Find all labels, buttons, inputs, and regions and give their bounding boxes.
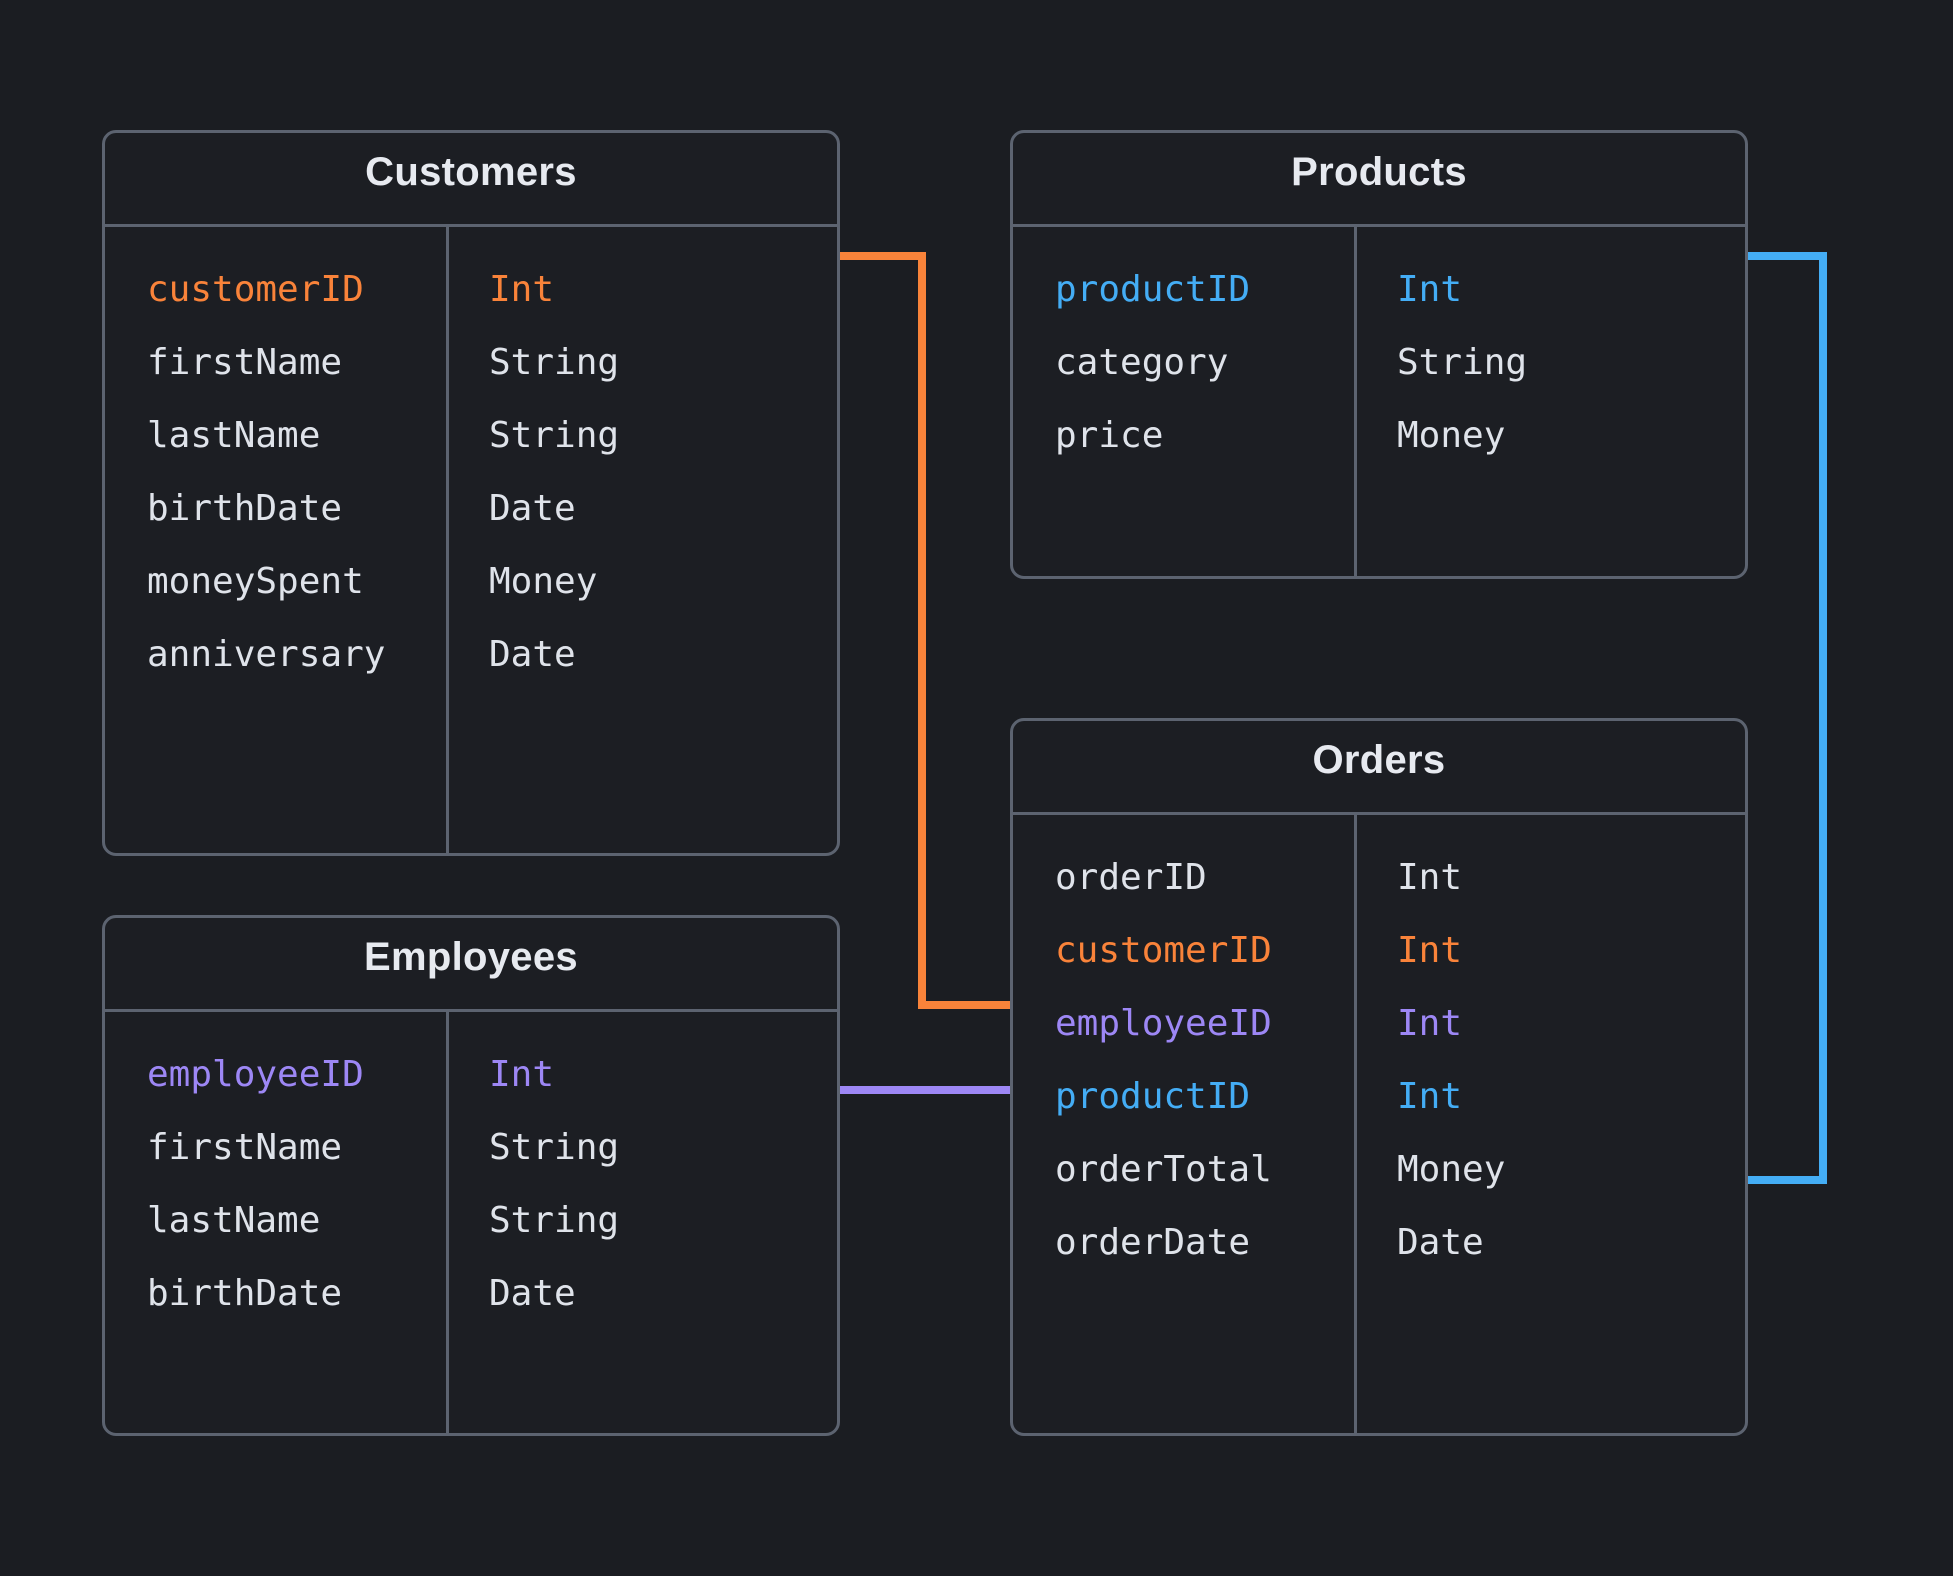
field-name: birthDate — [147, 1273, 343, 1314]
field-type: Date — [1397, 1222, 1484, 1263]
field-type: String — [489, 1127, 620, 1168]
field-type: Int — [1397, 1076, 1463, 1117]
field-type: Int — [489, 1054, 555, 1095]
field-name: lastName — [147, 415, 321, 456]
table-title: Orders — [1312, 737, 1446, 782]
field-type: Int — [1397, 269, 1463, 310]
field-type: String — [489, 415, 620, 456]
field-type: String — [1397, 342, 1528, 383]
field-name: category — [1055, 342, 1229, 383]
field-name-column: orderID customerID employeeID productID orde… — [1013, 815, 1357, 1433]
field-name: anniversary — [147, 634, 386, 675]
field-name: customerID — [1055, 930, 1272, 971]
field-type: Int — [1397, 1003, 1463, 1044]
field-type: String — [489, 342, 620, 383]
field-name-column: customerID firstName lastName birthDate mone… — [105, 227, 449, 853]
field-name-column: employeeID firstName lastName birthDate — [105, 1012, 449, 1433]
field-name: price — [1055, 415, 1164, 456]
table-body: orderID customerID employeeID productID orde… — [1013, 815, 1745, 1433]
field-name: productID — [1055, 1076, 1251, 1117]
table-body: customerID firstName lastName birthDate mone… — [105, 227, 837, 853]
table-header-orders: Orders — [1013, 721, 1745, 815]
relationship-products-orders[interactable] — [1746, 252, 1827, 1184]
entity-table-employees[interactable]: Employees employeeID firstName lastName bir… — [102, 915, 840, 1436]
field-name: orderID — [1055, 857, 1207, 898]
field-name: firstName — [147, 342, 343, 383]
field-name: lastName — [147, 1200, 321, 1241]
field-name-column: productID category price — [1013, 227, 1357, 576]
field-name: employeeID — [1055, 1003, 1272, 1044]
field-type: Date — [489, 1273, 576, 1314]
field-type: Money — [1397, 415, 1506, 456]
field-type: Money — [1397, 1149, 1506, 1190]
field-name: firstName — [147, 1127, 343, 1168]
field-name: birthDate — [147, 488, 343, 529]
field-name: customerID — [147, 269, 364, 310]
field-type: Int — [489, 269, 555, 310]
field-type: Int — [1397, 857, 1463, 898]
table-title: Customers — [365, 149, 577, 194]
entity-table-customers[interactable]: Customers customerID firstName lastName bir… — [102, 130, 840, 856]
table-header-products: Products — [1013, 133, 1745, 227]
entity-table-orders[interactable]: Orders orderID customerID employeeID produc… — [1010, 718, 1748, 1436]
table-body: employeeID firstName lastName birthDate Int… — [105, 1012, 837, 1433]
field-type: String — [489, 1200, 620, 1241]
field-name: orderDate — [1055, 1222, 1251, 1263]
relationship-customers-orders[interactable] — [840, 252, 1012, 1009]
table-title: Products — [1291, 149, 1467, 194]
field-name: orderTotal — [1055, 1149, 1272, 1190]
field-name: productID — [1055, 269, 1251, 310]
table-header-customers: Customers — [105, 133, 837, 227]
field-name: employeeID — [147, 1054, 364, 1095]
field-type: Date — [489, 488, 576, 529]
table-header-employees: Employees — [105, 918, 837, 1012]
field-type: Int — [1397, 930, 1463, 971]
table-title: Employees — [364, 934, 578, 979]
field-name: moneySpent — [147, 561, 364, 602]
field-type: Date — [489, 634, 576, 675]
field-type: Money — [489, 561, 598, 602]
